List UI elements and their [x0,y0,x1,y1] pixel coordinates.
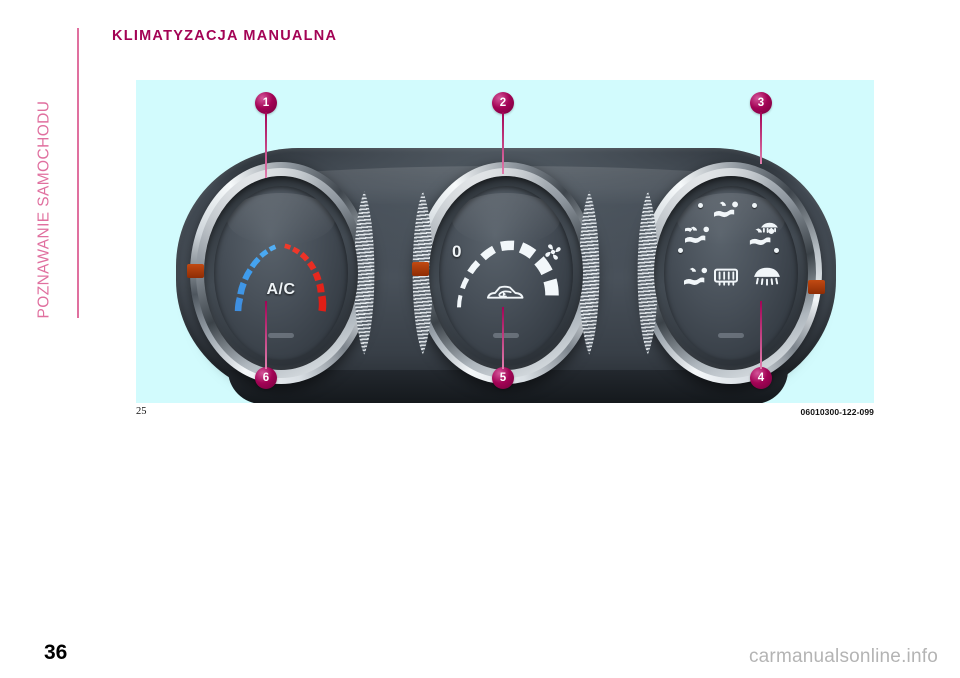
fan-speed-knob[interactable]: 0 [412,162,600,384]
floor-vent-icon [684,267,708,286]
air-distribution-knob[interactable] [637,162,825,384]
fan-knob-notch [493,333,519,338]
fan-knob-face[interactable]: 0 [439,186,573,360]
figure-code: 06010300-122-099 [800,407,874,417]
watermark: carmanualsonline.info [748,646,938,667]
callout-5-badge: 5 [492,367,514,389]
figure-canvas: A/C [136,80,874,403]
fan-knob-index-mark [412,262,429,276]
callout-6-leader [265,301,267,369]
mode-position-dot [698,203,703,208]
fan-icon [545,244,561,260]
temperature-knob-face[interactable]: A/C [214,186,348,360]
temperature-scale-arc [234,243,327,312]
knob-face-highlight [677,192,785,246]
callout-3-leader [760,112,762,164]
face-vent-icon [714,201,739,218]
mode-position-dot [774,248,779,253]
mode-position-dot [752,203,757,208]
distribution-knob-index-mark [808,280,825,294]
page-number: 36 [44,641,68,664]
knob-face-highlight [227,192,335,246]
callout-4-badge: 4 [750,367,772,389]
chapter-tab-label: POZNAWANIE SAMOCHODU [35,100,53,318]
distribution-knob-face[interactable] [664,186,798,360]
callout-5-leader [502,307,504,369]
recirculation-icon [486,285,524,299]
page-title: KLIMATYZACJA MANUALNA [112,28,338,44]
mode-position-dot [678,248,683,253]
temperature-knob[interactable]: A/C [187,162,375,384]
knob-face-highlight [452,192,560,246]
callout-4-leader [760,301,762,369]
ac-label: A/C [266,281,296,299]
climate-control-panel: A/C [176,148,836,403]
figure-climate-controls: A/C [136,80,874,403]
distribution-knob-grip[interactable] [637,184,658,362]
chapter-tab: POZNAWANIE SAMOCHODU [36,28,82,318]
figure-number: 25 [136,406,147,417]
fan-speed-zero-label: 0 [452,242,462,261]
temperature-knob-notch [268,333,294,338]
figure-caption-row: 25 06010300-122-099 [136,406,874,422]
callout-2-leader [502,112,504,174]
face-and-floor-vent-icon [685,226,709,244]
temperature-knob-grip[interactable] [354,184,375,362]
windshield-defrost-icon [754,267,780,286]
distribution-knob-notch [718,333,744,338]
callout-1-leader [265,112,267,178]
temperature-knob-index-mark [187,264,204,278]
callout-1-badge: 1 [255,92,277,114]
floor-and-windshield-icon [749,222,778,246]
fan-speed-scale-arc [457,240,559,308]
fan-knob-grip-right[interactable] [579,184,600,362]
rear-defrost-icon [713,268,739,286]
chapter-tab-rule [77,28,79,318]
callout-2-badge: 2 [492,92,514,114]
callout-3-badge: 3 [750,92,772,114]
callout-6-badge: 6 [255,367,277,389]
